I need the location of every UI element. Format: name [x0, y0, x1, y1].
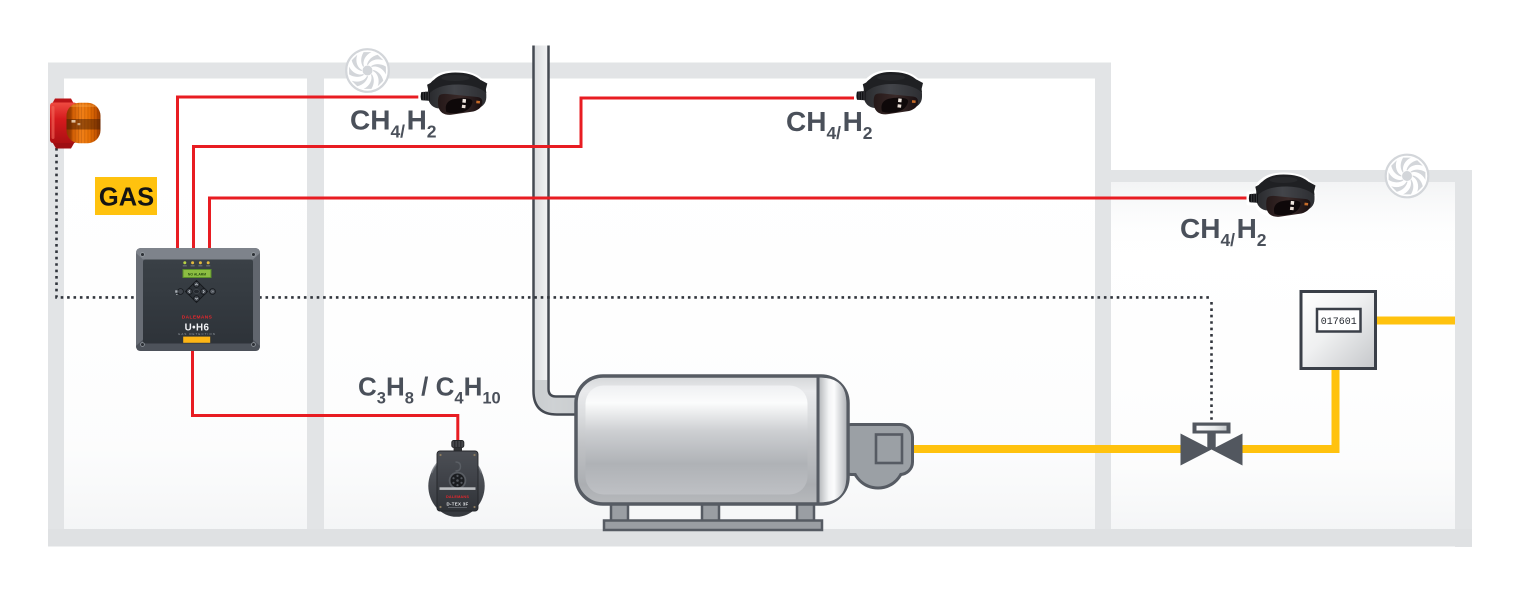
svg-text:DALEMANS: DALEMANS: [446, 495, 469, 499]
svg-text:OK: OK: [211, 291, 215, 294]
svg-text:D-TEX 3F: D-TEX 3F: [447, 502, 469, 507]
svg-text:017601: 017601: [1321, 317, 1357, 328]
svg-text:DALEMANS: DALEMANS: [182, 315, 213, 321]
svg-text:GAS: GAS: [99, 184, 154, 212]
svg-text:NO ALARM: NO ALARM: [188, 272, 206, 276]
svg-text:GAS DETECTION: GAS DETECTION: [178, 332, 216, 336]
svg-text:U•H6: U•H6: [185, 323, 210, 334]
